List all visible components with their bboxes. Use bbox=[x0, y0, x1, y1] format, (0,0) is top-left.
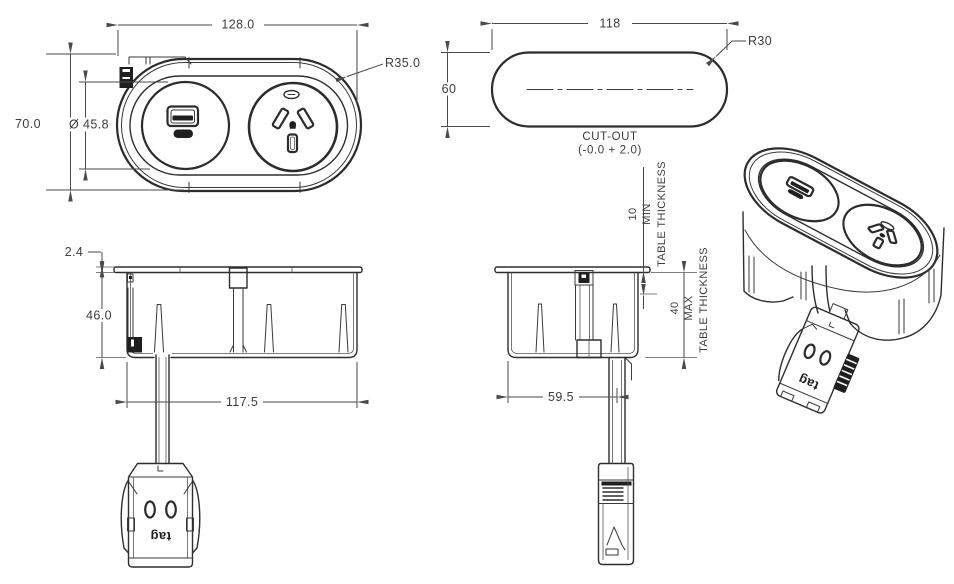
cable bbox=[155, 354, 170, 464]
dim-label-60: 60 bbox=[442, 82, 457, 96]
active-pin-slot bbox=[271, 107, 290, 130]
iso-body-skirt bbox=[742, 211, 945, 341]
dim-label-46: 46.0 bbox=[86, 309, 112, 323]
tag-brand-label: tag bbox=[150, 529, 171, 544]
strain-relief bbox=[624, 357, 632, 381]
iso-top-face bbox=[730, 131, 952, 295]
dim-label-59-5: 59.5 bbox=[548, 390, 574, 404]
contact-hole bbox=[165, 500, 177, 519]
wing-clip-right bbox=[191, 479, 201, 554]
inner-detail bbox=[606, 526, 626, 551]
power-socket-pins bbox=[271, 89, 315, 154]
clip-window bbox=[127, 517, 135, 532]
iso-usb-ports bbox=[783, 176, 814, 199]
contact-hole bbox=[803, 343, 816, 360]
housing-face bbox=[129, 75, 349, 176]
dim-front-width: 128.0 bbox=[106, 18, 369, 104]
iso-power-pins bbox=[862, 216, 903, 255]
cable-end bbox=[608, 356, 626, 464]
dim-body-width-long: 117.5 bbox=[115, 362, 369, 409]
neutral-pin-slot bbox=[296, 107, 315, 130]
side-latch bbox=[127, 273, 142, 353]
center-mark-icon bbox=[289, 121, 297, 129]
dim-label-117-5: 117.5 bbox=[226, 395, 258, 409]
rim-parting-lines bbox=[188, 57, 301, 193]
front-view: 128.0 70.0 Ø 45.8 R35.0 bbox=[15, 18, 420, 202]
clip-window bbox=[186, 517, 194, 532]
tag-brand-label-iso: tag bbox=[796, 372, 821, 394]
radius-label-r30: R30 bbox=[748, 34, 772, 48]
dim-label-2-4: 2.4 bbox=[65, 245, 84, 259]
flange bbox=[113, 266, 363, 274]
side-view-end: 59.5 10 MIN TABLE THICKNESS 40 MAX TABLE… bbox=[494, 161, 710, 566]
dim-body-depth: 46.0 bbox=[83, 260, 126, 370]
dim-label-max-40: 40 bbox=[669, 301, 681, 314]
housing-mid-rim bbox=[121, 62, 357, 188]
wing-clip bbox=[778, 328, 804, 382]
dim-cutout-width: 118 bbox=[480, 17, 739, 50]
wing-clip-left bbox=[120, 479, 130, 554]
cutout-outline bbox=[490, 51, 729, 128]
clamp-prong bbox=[264, 304, 274, 353]
dim-label-diameter: Ø 45.8 bbox=[69, 118, 109, 132]
dim-body-width-end: 59.5 bbox=[496, 361, 629, 404]
usb-socket-circle bbox=[140, 80, 231, 171]
cutout-caption-line1: CUT-OUT bbox=[582, 131, 637, 143]
inner-foot bbox=[605, 548, 619, 556]
top-latch-end bbox=[574, 270, 594, 286]
radius-callout-r30: R30 bbox=[705, 34, 772, 67]
usb-c-port-icon bbox=[173, 129, 193, 138]
contact-hole bbox=[819, 350, 832, 366]
latch-block-icon bbox=[127, 337, 142, 353]
ribbed-clip bbox=[833, 353, 860, 393]
iso-usb-circle bbox=[750, 148, 849, 233]
iso-power-circle bbox=[833, 192, 932, 277]
housing-outer-rim bbox=[115, 57, 363, 193]
under-table-body-end bbox=[507, 271, 639, 381]
earth-pin-slot bbox=[286, 133, 299, 154]
center-channel bbox=[575, 284, 602, 359]
skirt-slots bbox=[748, 255, 935, 335]
indicator-oval-icon bbox=[283, 89, 300, 100]
radius-label-r35: R35.0 bbox=[385, 56, 420, 70]
clamp-prong bbox=[338, 304, 349, 353]
power-socket-circle bbox=[247, 81, 339, 173]
dim-label-70: 70.0 bbox=[15, 117, 41, 131]
dim-label-118: 118 bbox=[599, 17, 620, 31]
clamp-prong bbox=[535, 303, 545, 353]
dim-label-max-caption: TABLE THICKNESS bbox=[698, 247, 710, 353]
dim-flange-thickness: 2.4 bbox=[65, 245, 115, 289]
dim-label-min: MIN bbox=[641, 203, 653, 224]
isometric-view: tag bbox=[730, 131, 952, 414]
flange bbox=[494, 266, 651, 274]
clamp-prong bbox=[610, 303, 620, 353]
dim-cutout-height: 60 bbox=[436, 40, 490, 139]
dim-max-table-thickness: 40 MAX TABLE THICKNESS bbox=[645, 247, 710, 370]
orientation-notch bbox=[157, 465, 164, 472]
side-view-long: tag 2.4 46.0 117.5 bbox=[65, 245, 369, 568]
iso-tag-connector: tag bbox=[775, 303, 860, 414]
cutout-caption-line2: (-0.0 + 2.0) bbox=[578, 145, 642, 157]
center-post bbox=[228, 267, 248, 353]
usb-a-port-icon bbox=[166, 105, 200, 128]
clamp-prong bbox=[154, 304, 164, 353]
tag-connector-front: tag bbox=[120, 462, 201, 568]
tag-connector-side bbox=[597, 462, 635, 566]
dim-socket-diameter: Ø 45.8 bbox=[66, 70, 168, 181]
top-latch bbox=[119, 56, 192, 88]
radius-callout-r35: R35.0 bbox=[335, 56, 420, 83]
dim-label-min-caption: TABLE THICKNESS bbox=[656, 161, 668, 267]
dim-label-min-10: 10 bbox=[627, 207, 639, 220]
dim-label-128: 128.0 bbox=[221, 18, 254, 32]
ribbed-latch bbox=[602, 487, 624, 501]
dim-label-max: MAX bbox=[683, 295, 695, 320]
contact-hole bbox=[144, 500, 156, 519]
under-table-body bbox=[126, 267, 358, 359]
cutout-view: 118 60 R30 CUT-OUT (-0.0 + 2.0) bbox=[436, 17, 772, 157]
dim-min-table-thickness: 10 MIN TABLE THICKNESS bbox=[627, 161, 697, 309]
iso-cable bbox=[811, 265, 831, 314]
